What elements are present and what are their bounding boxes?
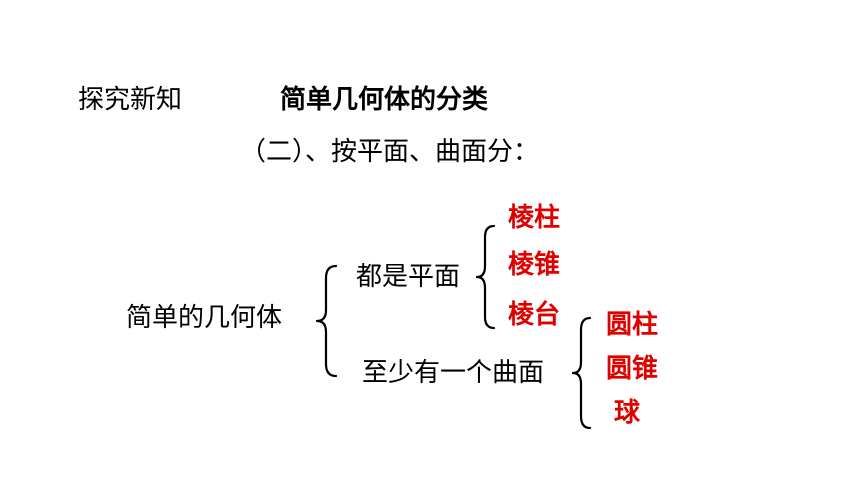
section-label: 探究新知 bbox=[78, 85, 183, 115]
brace-group-all-planar bbox=[475, 224, 496, 330]
tree-root-label: 简单的几何体 bbox=[126, 303, 283, 333]
item-frustum: 棱台 bbox=[508, 300, 561, 330]
item-pyramid: 棱锥 bbox=[508, 250, 561, 280]
group-label-curved: 至少有一个曲面 bbox=[362, 358, 545, 388]
brace-group-curved bbox=[571, 316, 592, 430]
slide-title: 简单几何体的分类 bbox=[280, 85, 489, 115]
group-label-all-planar: 都是平面 bbox=[356, 262, 461, 292]
subtitle: （二）、按平面、曲面分： bbox=[240, 137, 540, 167]
item-cone: 圆锥 bbox=[606, 354, 659, 384]
item-prism: 棱柱 bbox=[508, 203, 561, 233]
brace-root bbox=[315, 264, 338, 378]
item-sphere: 球 bbox=[614, 398, 641, 428]
item-cylinder: 圆柱 bbox=[606, 310, 659, 340]
